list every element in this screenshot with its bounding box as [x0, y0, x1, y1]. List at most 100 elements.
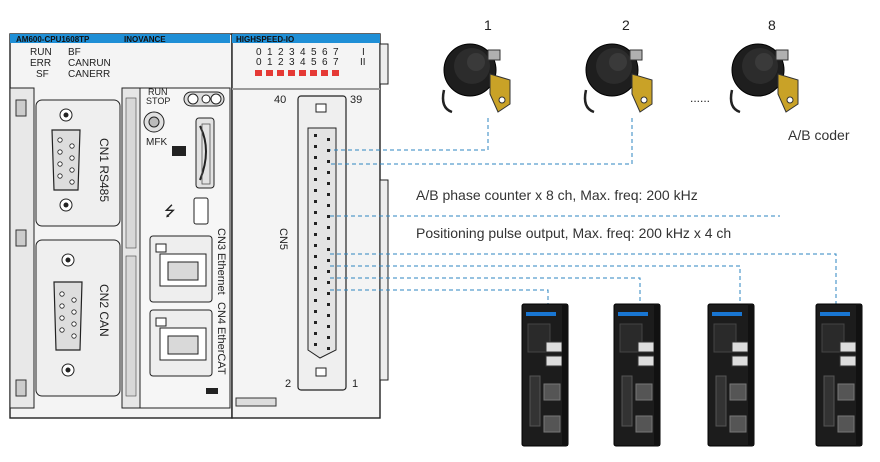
cn2-db9-connector: [53, 253, 83, 377]
servo-2-link: [330, 277, 641, 304]
svg-text:3: 3: [289, 47, 295, 58]
encoders-group: [441, 43, 799, 114]
mfk-button[interactable]: [143, 111, 165, 133]
cn5-connector: [297, 95, 347, 391]
encoder-1-number: 1: [484, 17, 492, 33]
model-label: AM600-CPU1608TP: [16, 35, 90, 44]
cpu-header-bar: [10, 34, 120, 43]
led-run-label: RUN: [30, 47, 52, 58]
svg-text:5: 5: [311, 47, 317, 58]
cn5-pin: [327, 171, 330, 174]
stop-label: STOP: [146, 96, 170, 106]
svg-text:2: 2: [278, 47, 284, 58]
cn5-pin: [327, 336, 330, 339]
encoder-caption: A/B coder: [788, 127, 850, 143]
pin-2-label: 2: [285, 378, 291, 390]
servo-drive-4: [815, 303, 863, 447]
led-sf-label: SF: [36, 69, 49, 80]
cn5-pin: [314, 343, 317, 346]
usb-icon: ⭍: [164, 204, 176, 220]
servo-3-link: [330, 265, 741, 304]
cn5-pin: [314, 321, 317, 324]
cn5-pin: [327, 149, 330, 152]
servo-drive-3: [707, 303, 755, 447]
cn5-label: CN5: [277, 228, 289, 250]
cn5-pin: [327, 215, 330, 218]
cn5-pin: [327, 325, 330, 328]
encoder-1: [441, 43, 511, 114]
cn5-pin: [314, 288, 317, 291]
encoder-2-link: [330, 118, 633, 165]
cn5-pin: [314, 266, 317, 269]
pin-39-label: 39: [350, 94, 362, 106]
led-canerr-label: CANERR: [68, 69, 110, 80]
cn5-pin: [314, 167, 317, 170]
cn5-pin: [327, 138, 330, 141]
cn5-pin: [327, 292, 330, 295]
servo-4-link: [330, 253, 837, 304]
svg-text:1: 1: [267, 47, 273, 58]
cn5-pin: [327, 314, 330, 317]
svg-text:0: 0: [256, 47, 262, 58]
cn5-pin: [314, 200, 317, 203]
counter-annotation: A/B phase counter x 8 ch, Max. freq: 200…: [416, 187, 698, 203]
cn5-pin: [314, 189, 317, 192]
usb-port[interactable]: [193, 197, 209, 225]
plc-middle-panel: RUN STOP MFK ⭍: [139, 87, 231, 409]
servo-1-link: [330, 289, 549, 304]
encoder-2: [583, 43, 653, 114]
cn5-pin: [327, 347, 330, 350]
memory-card-slot[interactable]: [195, 117, 215, 189]
svg-text:4: 4: [300, 57, 306, 68]
svg-text:4: 4: [300, 47, 306, 58]
cn5-pin: [314, 277, 317, 280]
cn3-ethernet-port[interactable]: [149, 235, 213, 303]
led-bf-label: BF: [68, 47, 81, 58]
svg-text:I: I: [362, 47, 365, 58]
cn2-label: CN2 CAN: [97, 284, 111, 337]
svg-text:5: 5: [311, 57, 317, 68]
cn5-pin: [327, 303, 330, 306]
cn5-pin: [327, 270, 330, 273]
cn5-pin: [327, 226, 330, 229]
brand-label: INOVANCE: [124, 35, 166, 44]
encoder-3: [729, 43, 799, 114]
cn1-db9-connector: [51, 108, 81, 212]
cn5-pin: [314, 134, 317, 137]
pin-1-label: 1: [352, 378, 358, 390]
led-canrun-label: CANRUN: [68, 58, 111, 69]
pin-40-label: 40: [274, 94, 286, 106]
servo-drive-2: [613, 303, 661, 447]
cn5-pin: [314, 156, 317, 159]
run-label: RUN: [148, 87, 168, 97]
servo-drive-1: [521, 303, 569, 447]
cn5-pin: [314, 332, 317, 335]
cn5-pin: [327, 160, 330, 163]
encoder-2-number: 2: [622, 17, 630, 33]
encoder-1-link: [330, 118, 489, 151]
sd-card-icon: [172, 146, 186, 156]
cn5-pin: [314, 244, 317, 247]
cn5-pin: [327, 237, 330, 240]
cn5-pin: [327, 281, 330, 284]
svg-text:6: 6: [322, 47, 328, 58]
svg-text:6: 6: [322, 57, 328, 68]
led-err-label: ERR: [30, 58, 51, 69]
encoder-ellipsis: ......: [690, 91, 710, 105]
cn5-pin: [327, 248, 330, 251]
cn5-pin: [314, 255, 317, 258]
cn5-pin: [314, 145, 317, 148]
svg-text:II: II: [360, 57, 366, 68]
cn3-label: CN3 Ethernet: [215, 228, 227, 295]
mfk-label: MFK: [146, 137, 167, 148]
signal-links: [330, 118, 837, 304]
cn5-pin: [314, 299, 317, 302]
cn4-ethercat-port[interactable]: [149, 309, 213, 377]
io-module-label: HIGHSPEED-IO: [236, 35, 294, 44]
cn5-pin: [327, 193, 330, 196]
cn5-pin: [314, 233, 317, 236]
svg-text:2: 2: [278, 57, 284, 68]
svg-text:7: 7: [333, 47, 339, 58]
run-stop-switch[interactable]: [183, 91, 225, 107]
